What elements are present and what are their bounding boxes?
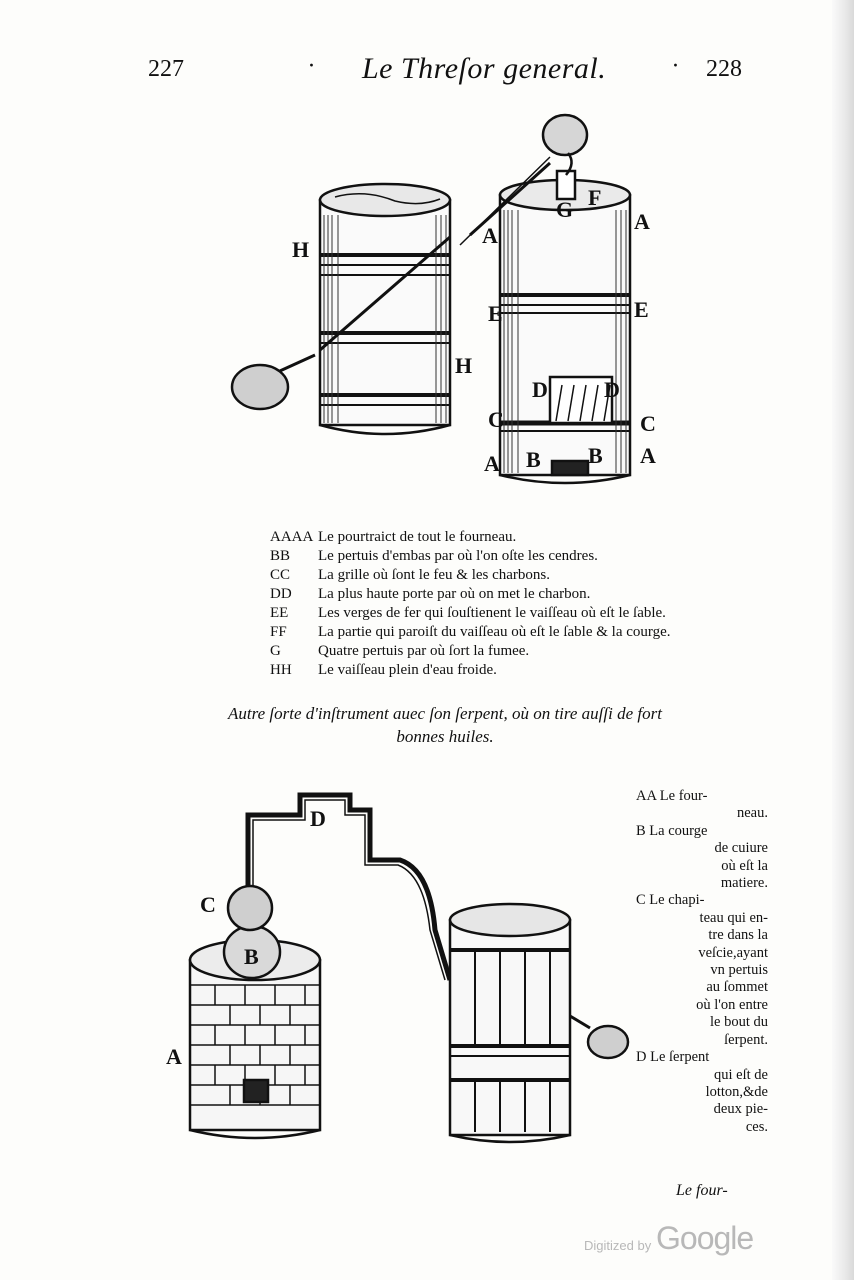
legend-line: Le ſerpent	[650, 1049, 710, 1066]
figure-label: E	[488, 301, 503, 326]
legend-key: G	[270, 643, 281, 659]
legend-item: D Le ſerpent qui eſt de lotton,&de deux …	[636, 1049, 768, 1136]
running-title: Le Threſor general.	[362, 52, 607, 85]
figure-label: H	[455, 353, 472, 378]
figure-label: G	[556, 197, 573, 222]
figure-serpent-illustration: A B C D	[166, 792, 630, 1144]
legend-item: B La courge de cuiure où eſt la matiere.	[636, 823, 768, 893]
page-number-left: 227	[148, 56, 184, 82]
legend-line: Le chapi-	[649, 892, 705, 909]
header-dot: ·	[308, 54, 315, 79]
legend-text: Quatre pertuis par où ſort la fumee.	[318, 643, 530, 659]
legend-text: La grille où ſont le feu & les charbons.	[318, 567, 551, 583]
legend-line: de cuiure	[714, 840, 768, 857]
legend-line: La courge	[649, 822, 708, 839]
legend-key: CC	[270, 567, 291, 583]
legend-item: AA Le four- neau.	[636, 788, 768, 823]
figure-label: F	[588, 185, 601, 210]
legend-key: D	[636, 1049, 647, 1066]
figure-label: H	[292, 237, 309, 262]
page-header: 227 · Le Threſor general. · 228	[0, 52, 854, 92]
legend-row: EE Les verges de fer qui ſouſtienent le v…	[270, 604, 770, 623]
legend-line: deux pie-	[713, 1101, 768, 1118]
legend-line: vn pertuis	[710, 962, 768, 979]
legend-text: Le vaiſſeau plein d'eau froide.	[318, 662, 497, 678]
legend-line: où eſt la	[721, 857, 768, 874]
legend-line: neau.	[737, 805, 768, 822]
legend-key: FF	[270, 624, 287, 640]
page-number-right: 228	[706, 56, 742, 82]
legend-line: ſerpent.	[724, 1031, 768, 1048]
legend-line: lotton,&de	[705, 1083, 768, 1100]
figure-label: B	[244, 944, 259, 969]
figure-label: C	[640, 411, 656, 436]
watermark-brand: Google	[656, 1220, 754, 1256]
caption-line: bonnes huiles.	[396, 727, 494, 746]
legend-line: veſcie,ayant	[698, 944, 768, 961]
legend-line: matiere.	[720, 875, 768, 892]
figure-label: A	[634, 209, 650, 234]
legend-key: BB	[270, 548, 291, 564]
figure-label: C	[488, 407, 504, 432]
caption-line: Autre ſorte d'inſtrument auec ſon ſerpen…	[228, 704, 662, 723]
figure-label: B	[588, 443, 603, 468]
legend-key: DD	[270, 586, 292, 602]
legend-row: CC La grille où ſont le feu & les charbon…	[270, 566, 770, 585]
legend-key: HH	[270, 662, 292, 678]
legend-text: Le pourtraict de tout le fourneau.	[318, 529, 517, 545]
legend-row: DD La plus haute porte par où on met le c…	[270, 585, 770, 604]
figure-label: E	[634, 297, 649, 322]
figure-furnace-illustration: H H A A A A E E D D C C B B F G	[230, 113, 656, 485]
figure-label: D	[604, 377, 620, 402]
catchword: Le four-	[676, 1182, 728, 1199]
legend-line: ces.	[745, 1118, 768, 1135]
legend-item: C Le chapi- teau qui en- tre dans la veſ…	[636, 892, 768, 1049]
legend-line: où l'on entre	[696, 996, 768, 1013]
figure2-legend: AA Le four- neau. B La courge de cuiure …	[636, 788, 768, 1136]
legend-line: tre dans la	[708, 927, 768, 944]
legend-key: B	[636, 822, 646, 839]
legend-line: Le four-	[659, 788, 708, 804]
legend-text: Les verges de fer qui ſouſtienent le vai…	[318, 605, 666, 621]
header-dot: ·	[672, 54, 679, 79]
figure-label: C	[200, 892, 216, 917]
figure-label: A	[640, 443, 656, 468]
figure-label: D	[310, 806, 326, 831]
legend-key: AAAA	[270, 529, 314, 545]
legend-line: au ſommet	[706, 979, 768, 996]
legend-row: HH Le vaiſſeau plein d'eau froide.	[270, 661, 770, 680]
legend-text: La plus haute porte par où on met le cha…	[318, 586, 591, 602]
legend-row: G Quatre pertuis par où ſort la fumee.	[270, 642, 770, 661]
section-caption: Autre ſorte d'inſtrument auec ſon ſerpen…	[200, 702, 690, 748]
figure-label: B	[526, 447, 541, 472]
legend-key: C	[636, 892, 646, 909]
watermark-prefix: Digitized by	[584, 1238, 652, 1253]
legend-key: AA	[636, 788, 657, 804]
legend-text: Le pertuis d'embas par où l'on oſte les …	[318, 548, 598, 564]
legend-line: le bout du	[710, 1014, 768, 1031]
legend-row: BB Le pertuis d'embas par où l'on oſte le…	[270, 547, 770, 566]
legend-line: qui eſt de	[714, 1066, 768, 1083]
legend-row: FF La partie qui paroiſt du vaiſſeau où e…	[270, 623, 770, 642]
figure-label: D	[532, 377, 548, 402]
legend-text: La partie qui paroiſt du vaiſſeau où eſt…	[318, 624, 671, 640]
figure-label: A	[166, 1044, 182, 1069]
figure-label: A	[482, 223, 498, 248]
legend-key: EE	[270, 605, 289, 621]
figure-label: A	[484, 451, 500, 476]
legend-line: teau qui en-	[699, 909, 768, 926]
page-edge-shadow	[832, 0, 854, 1280]
